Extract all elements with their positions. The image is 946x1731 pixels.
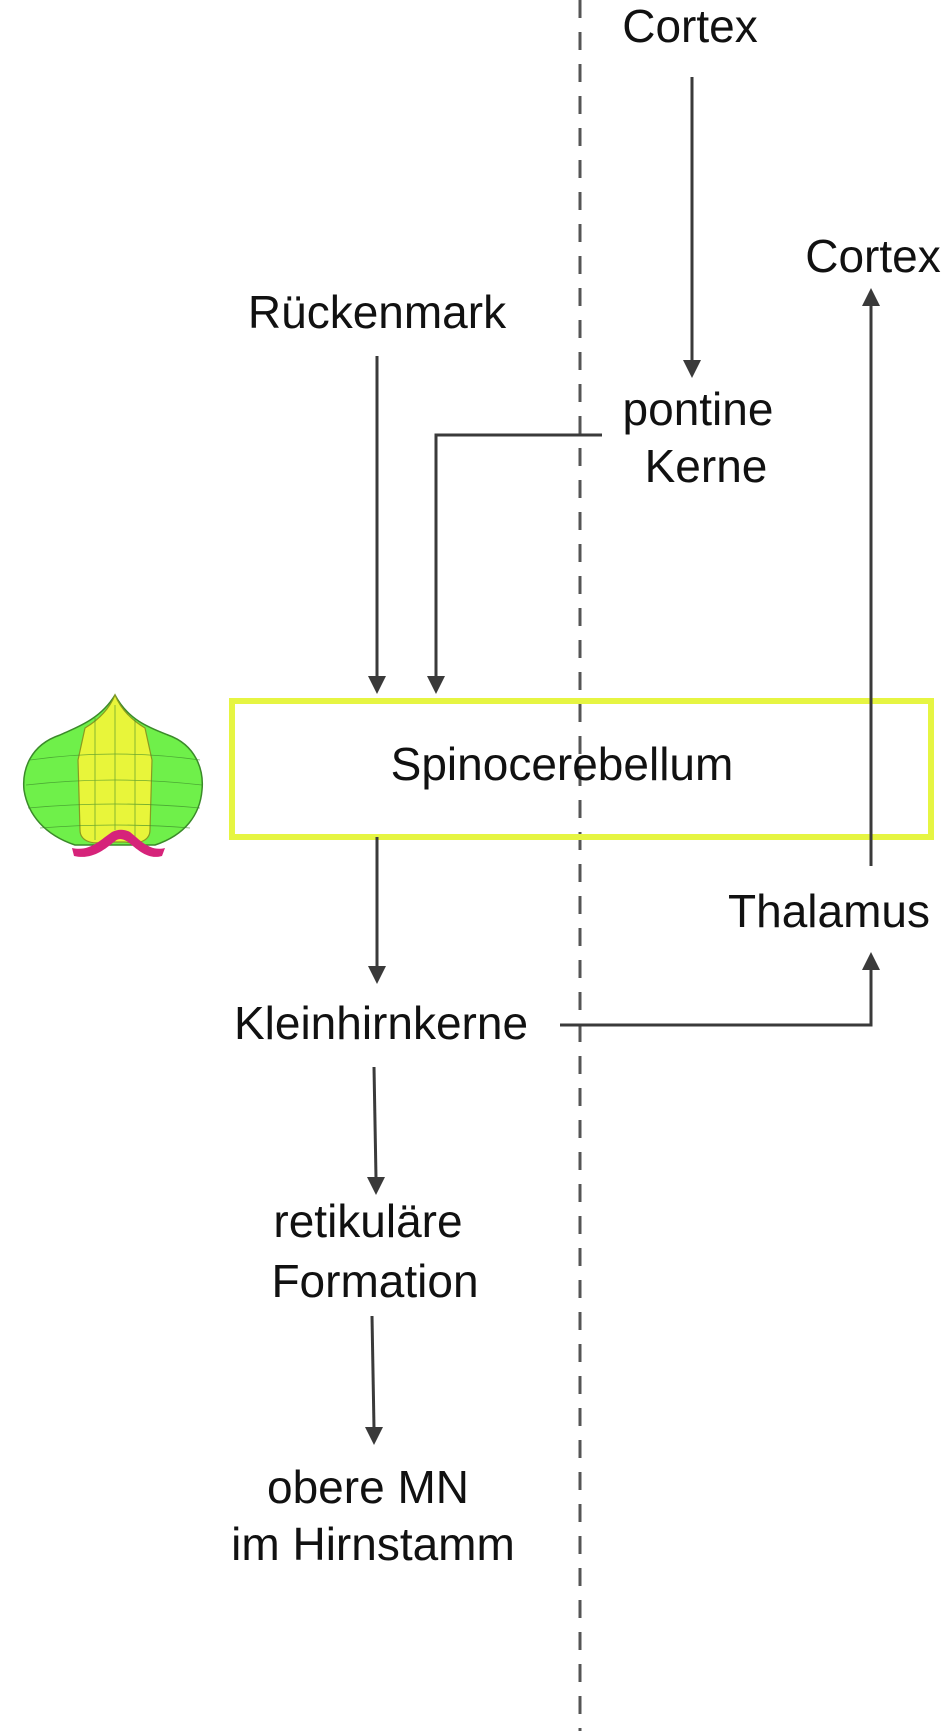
cortex-right-label: Cortex (805, 230, 940, 282)
thalamus-label: Thalamus (728, 885, 930, 937)
spinocerebellum-label: Spinocerebellum (391, 738, 734, 790)
kleinhirnkerne-label: Kleinhirnkerne (234, 997, 528, 1049)
retikulaere-formation-label-line2: Formation (271, 1255, 478, 1307)
rueckenmark-label: Rückenmark (248, 286, 507, 338)
pontine-kerne-label-line1: pontine (623, 383, 774, 435)
connectors (365, 77, 880, 1445)
retikulaere-formation-label-line1: retikuläre (273, 1195, 462, 1247)
obere-mn-label-line2: im Hirnstamm (231, 1518, 515, 1570)
cortex-top-label: Cortex (622, 0, 757, 52)
obere-mn-label-line1: obere MN (267, 1461, 469, 1513)
pontine-kerne-label-line2: Kerne (645, 440, 768, 492)
spinocerebellum-box (229, 698, 934, 840)
cerebellum-icon (22, 693, 204, 857)
